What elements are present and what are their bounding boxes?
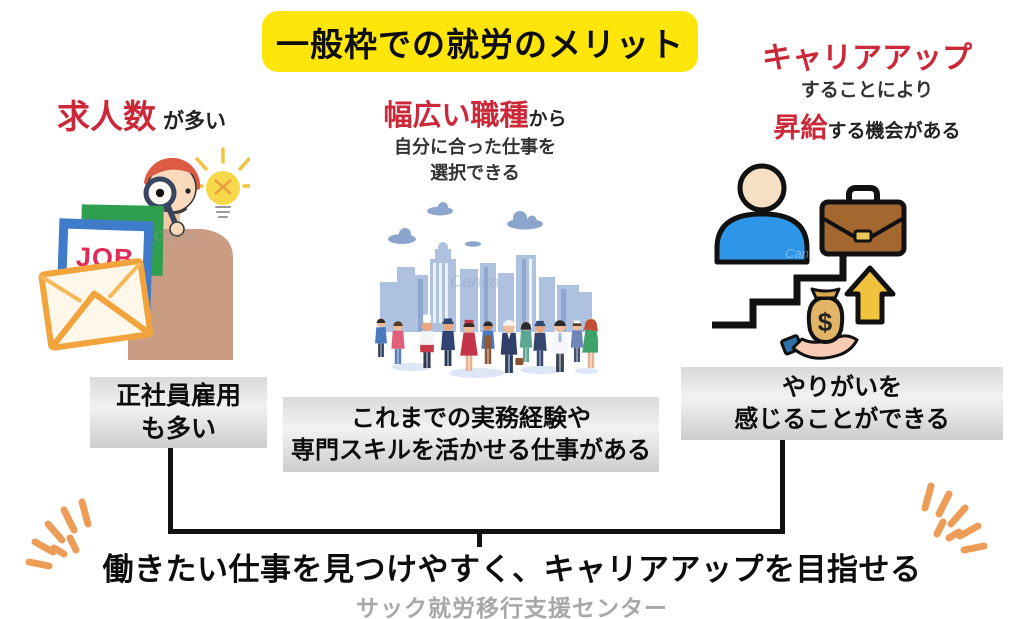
employee-icon	[714, 163, 810, 265]
city-skyline	[380, 242, 592, 332]
conclusion-text: 働きたい仕事を見つけやすく、キャリアアップを目指せる	[102, 552, 922, 587]
career-up-illustration: Canva $	[712, 163, 907, 360]
diverse-workers-illustration: Canva	[375, 202, 598, 378]
watermark-text: Canva	[450, 272, 499, 291]
money-bag-icon: $	[780, 287, 859, 360]
job-envelope: JOB	[38, 204, 164, 351]
benefit-box-experience-line2: 専門スキルを活かせる仕事がある	[291, 436, 651, 464]
ground-shadows	[392, 363, 598, 378]
sparkle-right-icon	[921, 482, 988, 554]
bracket-horizontal-line	[168, 529, 785, 534]
heading-career-up-line1: キャリアアップ	[725, 33, 1009, 77]
watermark-text: Canva	[154, 228, 197, 245]
clouds-icon	[388, 202, 543, 247]
heading-career-up-line2: することにより	[800, 80, 934, 101]
crowd-of-workers	[375, 314, 598, 373]
heading-wide-occupations-line1: 幅広い職種から	[352, 92, 598, 134]
heading-career-up: キャリアアップ することにより 昇給する機会がある	[725, 33, 1009, 145]
heading-wide-occupations-sub2: 選択できる	[430, 163, 520, 183]
benefit-box-fulfillment-line1: やりがいを	[782, 373, 902, 401]
lightbulb-icon	[187, 147, 250, 218]
heading-wide-occupations: 幅広い職種から 自分に合った仕事を 選択できる	[352, 92, 598, 186]
watermark-text: Canva	[785, 246, 823, 261]
heading-job-count-rest: が多い	[163, 110, 226, 133]
page-title: 一般枠での就労のメリット	[276, 25, 684, 63]
benefit-box-experience-line1: これまでの実務経験や	[351, 404, 591, 432]
heading-raise-emphasis: 昇給	[773, 113, 828, 143]
bracket-center-stem	[477, 533, 482, 547]
benefit-box-fulfillment: やりがいを 感じることができる	[681, 367, 1003, 440]
benefit-box-fulltime: 正社員雇用 も多い	[90, 377, 267, 448]
heading-wide-occupations-rest: から	[528, 109, 567, 130]
heading-wide-occupations-emphasis: 幅広い職種	[383, 100, 529, 132]
heading-wide-occupations-sub1: 自分に合った仕事を	[394, 137, 556, 157]
benefit-box-fulltime-line1: 正社員雇用	[115, 381, 241, 410]
sparkle-left-icon	[25, 498, 92, 570]
heading-career-up-line3: 昇給する機会がある	[725, 106, 1009, 145]
heading-job-count: 求人数 が多い	[57, 90, 226, 138]
job-search-illustration: JOB Canva	[38, 147, 250, 360]
heading-career-up-emphasis: キャリアアップ	[762, 42, 972, 75]
bracket-left-line	[168, 448, 173, 534]
footer-brand: サック就労移行支援センター	[356, 595, 668, 619]
bracket-right-line	[780, 440, 785, 534]
benefit-box-experience: これまでの実務経験や 専門スキルを活かせる仕事がある	[283, 397, 659, 472]
dollar-sign: $	[818, 307, 833, 337]
briefcase-icon	[819, 185, 907, 257]
title-banner: 一般枠での就労のメリット	[262, 11, 698, 72]
up-arrow-icon	[844, 265, 896, 325]
benefit-box-fulfillment-line2: 感じることができる	[734, 405, 950, 433]
heading-raise-rest: する機会がある	[827, 121, 961, 142]
benefit-box-fulltime-line2: も多い	[140, 414, 216, 443]
heading-job-count-emphasis: 求人数	[57, 98, 156, 135]
